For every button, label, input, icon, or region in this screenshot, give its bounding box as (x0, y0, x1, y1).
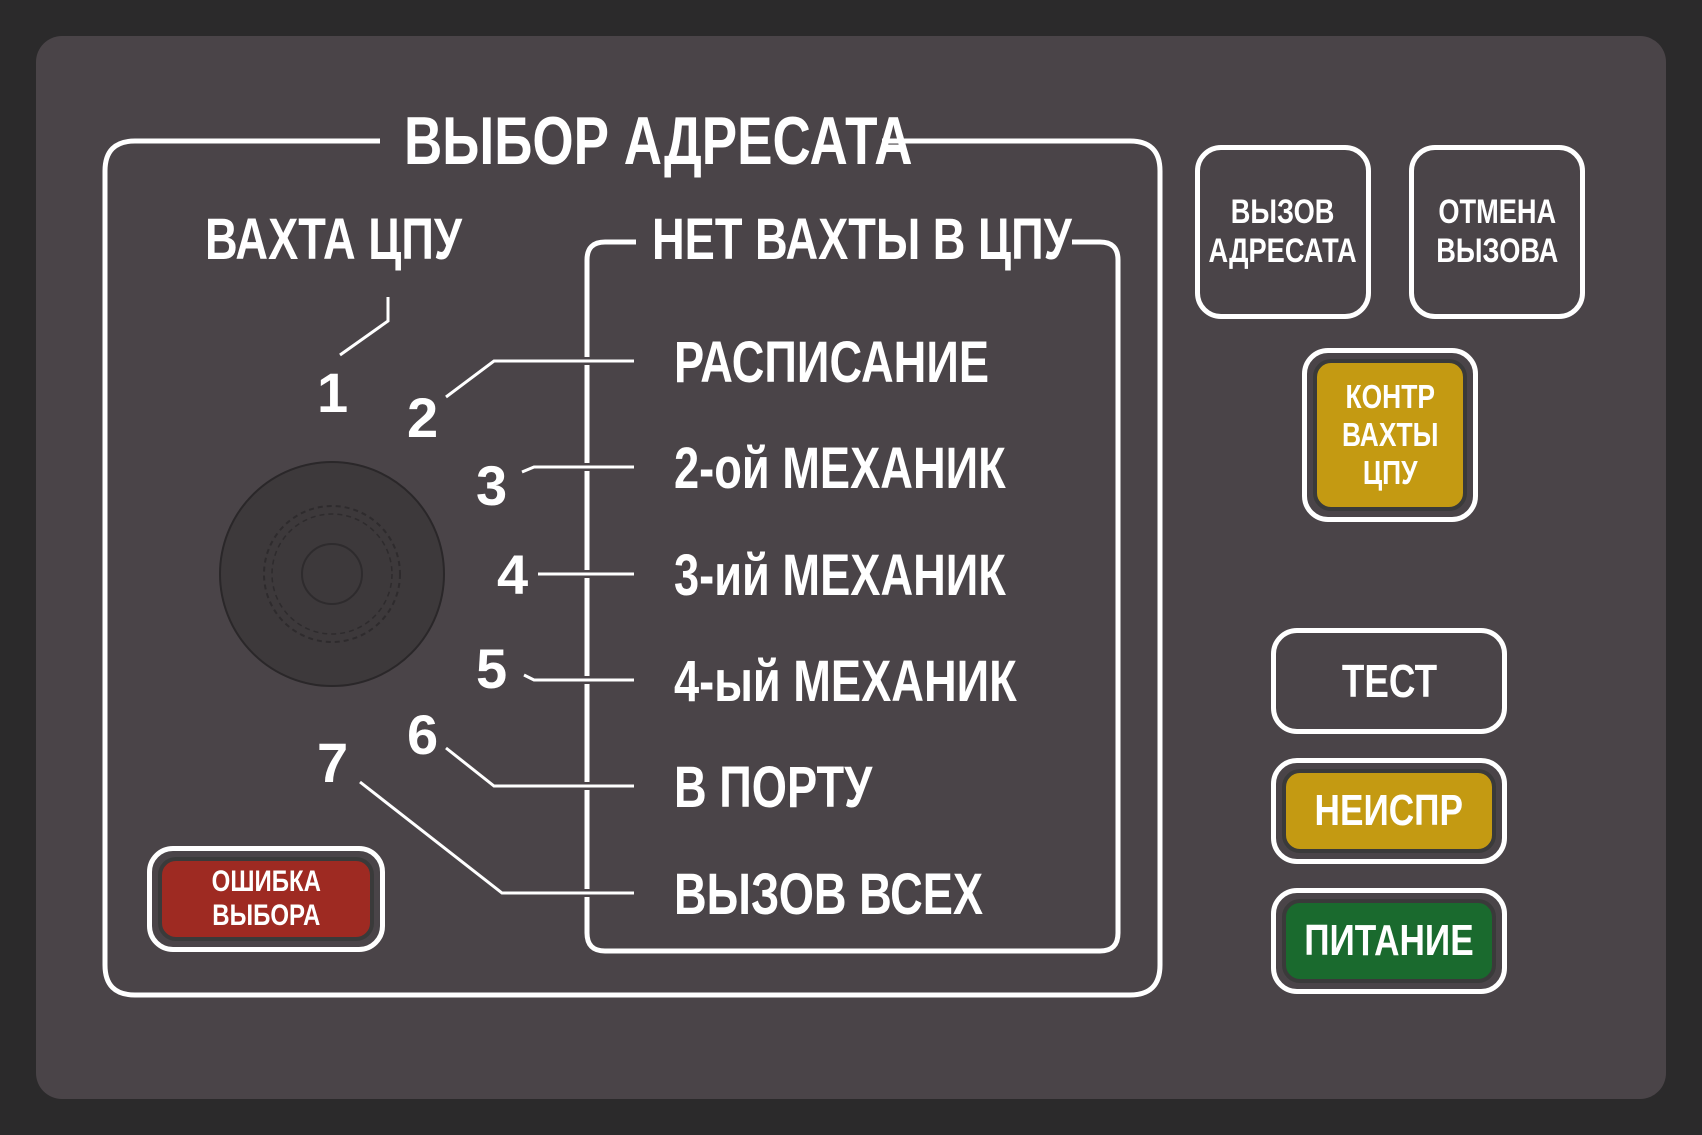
selection-error-label: ОШИБКА ВЫБОРА (211, 865, 320, 934)
call-address-label: ВЫЗОВ АДРЕСАТА (1209, 193, 1357, 271)
selection-error-line1: ОШИБКА (211, 864, 321, 898)
watch-control-indicator: КОНТР ВАХТЫ ЦПУ (1302, 348, 1478, 522)
call-address-line2: АДРЕСАТА (1208, 232, 1358, 270)
watch-control-line1: КОНТР (1345, 378, 1435, 416)
leader-1 (339, 297, 390, 357)
selection-error-lamp: ОШИБКА ВЫБОРА (158, 857, 374, 941)
test-label: ТЕСТ (1341, 654, 1437, 707)
position-number-1: 1 (317, 361, 349, 424)
power-indicator: ПИТАНИЕ (1271, 888, 1507, 994)
selection-error-indicator: ОШИБКА ВЫБОРА (147, 846, 385, 952)
position-number-4: 4 (497, 543, 529, 606)
position-number-6: 6 (407, 703, 439, 766)
watch-control-line2: ВАХТЫ (1341, 416, 1439, 454)
test-button[interactable]: ТЕСТ (1271, 628, 1507, 734)
position-label-7: ВЫЗОВ ВСЕХ (674, 862, 984, 927)
leader-3 (521, 465, 634, 474)
selector-knob-icon (219, 461, 445, 687)
position-label-2: РАСПИСАНИЕ (674, 330, 990, 395)
leader-2 (445, 359, 634, 399)
position-number-5: 5 (476, 637, 508, 700)
position-label-4: 3-ий МЕХАНИК (674, 543, 1006, 608)
address-group-frame (102, 138, 1163, 998)
leader-6 (445, 746, 634, 788)
position-number-2: 2 (407, 386, 439, 449)
watch-control-label: КОНТР ВАХТЫ ЦПУ (1342, 378, 1438, 492)
group-title: ВЫБОР АДРЕСАТА (404, 103, 913, 179)
position-number-7: 7 (317, 731, 349, 794)
leader-7 (359, 780, 634, 895)
position-number-3: 3 (476, 454, 508, 517)
leader-5 (523, 673, 634, 682)
cancel-call-line1: ОТМЕНА (1438, 192, 1556, 231)
watch-control-lamp: КОНТР ВАХТЫ ЦПУ (1313, 359, 1467, 511)
call-address-button[interactable]: ВЫЗОВ АДРЕСАТА (1195, 145, 1371, 319)
position-label-5: 4-ый МЕХАНИК (674, 649, 1017, 714)
fault-label: НЕИСПР (1314, 785, 1464, 835)
cancel-call-label: ОТМЕНА ВЫЗОВА (1436, 193, 1558, 271)
fault-lamp: НЕИСПР (1282, 769, 1496, 853)
selection-error-line2: ВЫБОРА (212, 899, 320, 932)
position-label-6: В ПОРТУ (674, 755, 873, 820)
no-watch-heading: НЕТ ВАХТЫ В ЦПУ (652, 207, 1072, 272)
fault-indicator: НЕИСПР (1271, 758, 1507, 864)
watch-control-line3: ЦПУ (1362, 453, 1418, 491)
cancel-call-button[interactable]: ОТМЕНА ВЫЗОВА (1409, 145, 1585, 319)
power-label: ПИТАНИЕ (1304, 915, 1474, 965)
no-watch-frame (584, 239, 1121, 954)
call-address-line1: ВЫЗОВ (1231, 192, 1335, 231)
watch-heading: ВАХТА ЦПУ (205, 207, 462, 272)
cancel-call-line2: ВЫЗОВА (1435, 232, 1559, 270)
power-lamp: ПИТАНИЕ (1282, 899, 1496, 983)
position-label-3: 2-ой МЕХАНИК (674, 436, 1006, 501)
